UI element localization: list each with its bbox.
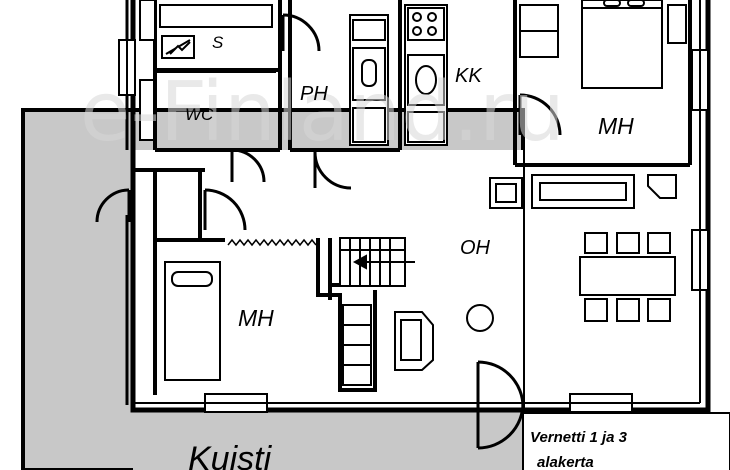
porch-area <box>21 108 528 470</box>
room-label-sauna: S <box>212 33 224 52</box>
room-label-porch: Kuisti <box>188 440 273 470</box>
wc-fixtures <box>139 71 276 141</box>
floor-note: Vernetti 1 ja 3 alakerta <box>522 412 730 470</box>
bathroom-fixtures <box>349 14 389 146</box>
room-label-bathroom: PH <box>300 83 328 105</box>
bedroom-top-furniture <box>519 0 687 89</box>
staircase <box>339 237 415 287</box>
windows <box>118 39 709 413</box>
kitchen-fixtures <box>404 4 448 146</box>
sauna-fixtures <box>139 0 273 59</box>
room-label-living-room: OH <box>460 237 491 259</box>
sliding-door <box>227 238 317 247</box>
floor-note-line1: Vernetti 1 ja 3 <box>530 429 628 446</box>
room-label-wc: WC <box>185 105 214 124</box>
living-room-furniture <box>342 174 677 386</box>
interior-walls <box>133 0 692 395</box>
room-label-bedroom-top: MH <box>598 113 634 139</box>
watermark: e-Finland.ru <box>80 65 565 160</box>
floor-note-line2: alakerta <box>537 454 594 470</box>
bedroom-left-furniture <box>164 261 221 381</box>
room-label-bedroom-left: MH <box>238 305 274 331</box>
room-label-kitchen: KK <box>455 65 483 87</box>
door-swings <box>95 13 562 450</box>
